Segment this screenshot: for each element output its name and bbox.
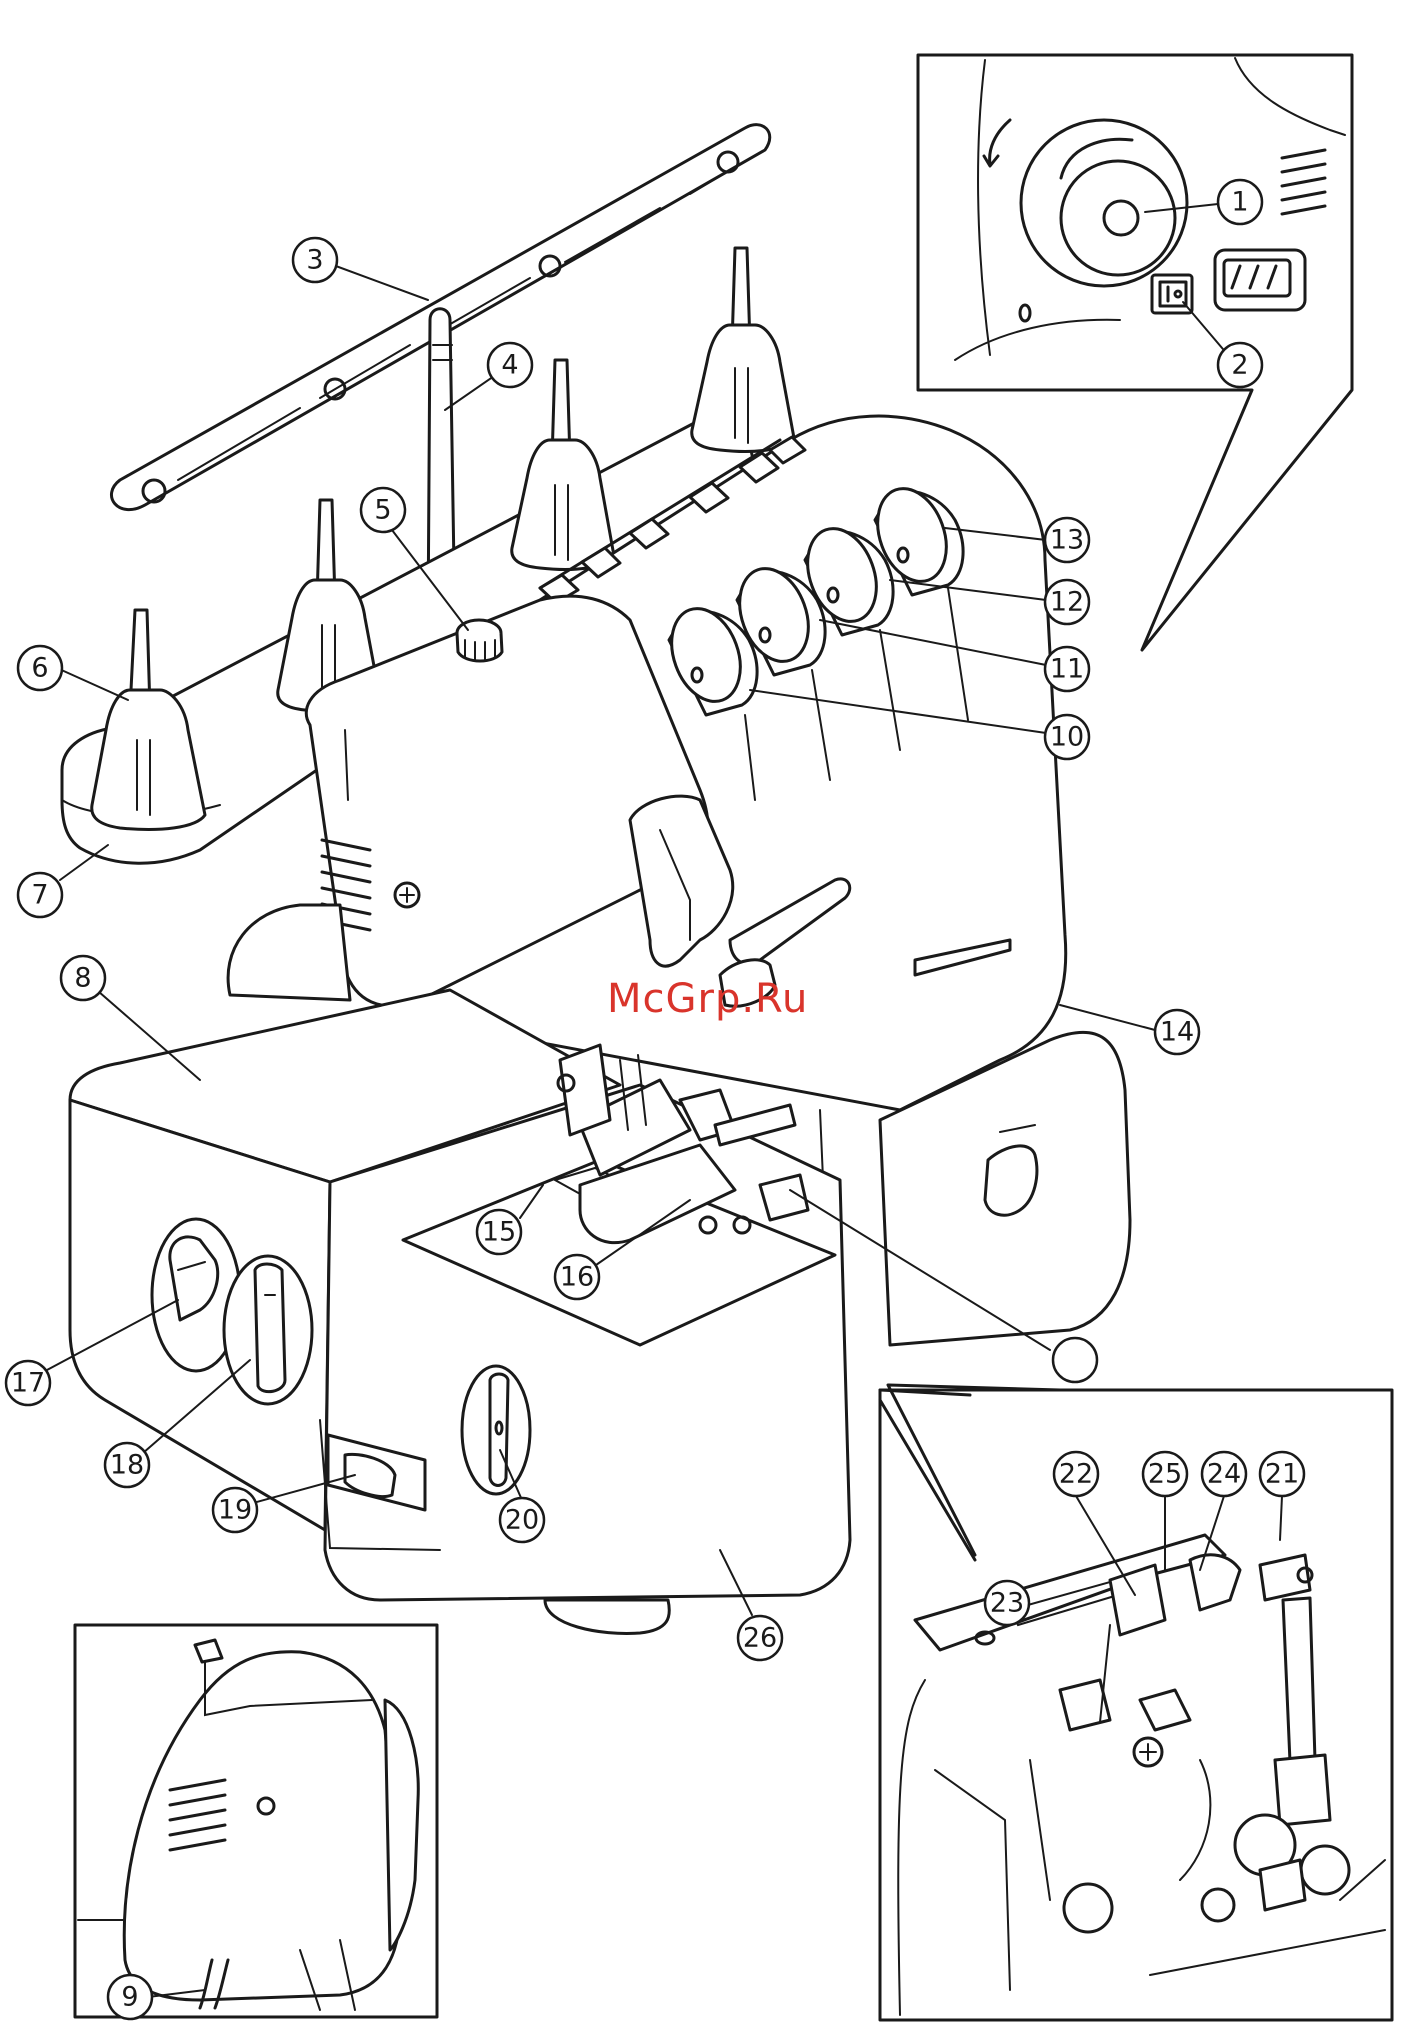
callout-3: 3 <box>293 238 337 282</box>
spool-pin-4 <box>692 248 794 452</box>
callout-16: 16 <box>555 1255 599 1299</box>
callout-17: 17 <box>6 1361 50 1405</box>
callout-5: 5 <box>361 488 405 532</box>
inset-looper-detail <box>880 1385 1392 2020</box>
svg-text:14: 14 <box>1160 1017 1194 1048</box>
svg-text:18: 18 <box>110 1450 144 1481</box>
svg-text:15: 15 <box>482 1217 516 1248</box>
svg-text:10: 10 <box>1050 722 1084 753</box>
callout-25: 25 <box>1143 1452 1187 1496</box>
callout-23: 23 <box>985 1581 1029 1625</box>
svg-text:22: 22 <box>1059 1459 1093 1490</box>
svg-text:2: 2 <box>1231 350 1248 381</box>
svg-text:8: 8 <box>74 963 91 994</box>
power-switch <box>1152 275 1192 313</box>
svg-text:26: 26 <box>743 1623 777 1654</box>
svg-text:3: 3 <box>306 245 323 276</box>
callout-18: 18 <box>105 1443 149 1487</box>
callout-22: 22 <box>1054 1452 1098 1496</box>
svg-text:9: 9 <box>121 1982 138 2013</box>
callout-blank <box>1053 1338 1097 1382</box>
callout-7: 7 <box>18 873 62 917</box>
svg-text:11: 11 <box>1050 654 1084 685</box>
svg-text:24: 24 <box>1207 1459 1241 1490</box>
inset-front-cover <box>75 1625 437 2017</box>
watermark-text: McGrp.Ru <box>607 976 808 1022</box>
callout-1: 1 <box>1218 180 1262 224</box>
svg-text:5: 5 <box>374 495 391 526</box>
svg-text:16: 16 <box>560 1262 594 1293</box>
callout-15: 15 <box>477 1210 521 1254</box>
svg-text:12: 12 <box>1050 587 1084 618</box>
svg-text:7: 7 <box>31 880 48 911</box>
svg-text:19: 19 <box>218 1495 252 1526</box>
callout-2: 2 <box>1218 343 1262 387</box>
svg-text:21: 21 <box>1265 1459 1299 1490</box>
callout-10: 10 <box>1045 715 1089 759</box>
callout-12: 12 <box>1045 580 1089 624</box>
pressure-regulator <box>457 620 502 661</box>
cutting-width-dial <box>462 1366 530 1494</box>
svg-text:4: 4 <box>501 350 518 381</box>
rotation-arrow-icon <box>984 120 1010 166</box>
svg-text:23: 23 <box>990 1588 1024 1619</box>
power-socket <box>1215 250 1305 310</box>
callout-8: 8 <box>61 956 105 1000</box>
callout-24: 24 <box>1202 1452 1246 1496</box>
vent-slots <box>1282 150 1325 214</box>
svg-text:1: 1 <box>1231 187 1248 218</box>
callout-14: 14 <box>1155 1010 1199 1054</box>
svg-text:25: 25 <box>1148 1459 1182 1490</box>
callout-9: 9 <box>108 1975 152 2019</box>
svg-text:13: 13 <box>1050 525 1084 556</box>
handwheel <box>1021 120 1187 286</box>
svg-text:20: 20 <box>505 1505 539 1536</box>
svg-text:17: 17 <box>11 1368 45 1399</box>
callout-13: 13 <box>1045 518 1089 562</box>
spool-pin-3 <box>512 360 614 570</box>
callout-26: 26 <box>738 1616 782 1660</box>
callout-4: 4 <box>488 343 532 387</box>
callout-6: 6 <box>18 646 62 690</box>
callout-20: 20 <box>500 1498 544 1542</box>
callout-11: 11 <box>1045 647 1089 691</box>
callout-19: 19 <box>213 1488 257 1532</box>
callout-21: 21 <box>1260 1452 1304 1496</box>
svg-text:6: 6 <box>31 653 48 684</box>
stitch-length-dial <box>224 1256 312 1404</box>
